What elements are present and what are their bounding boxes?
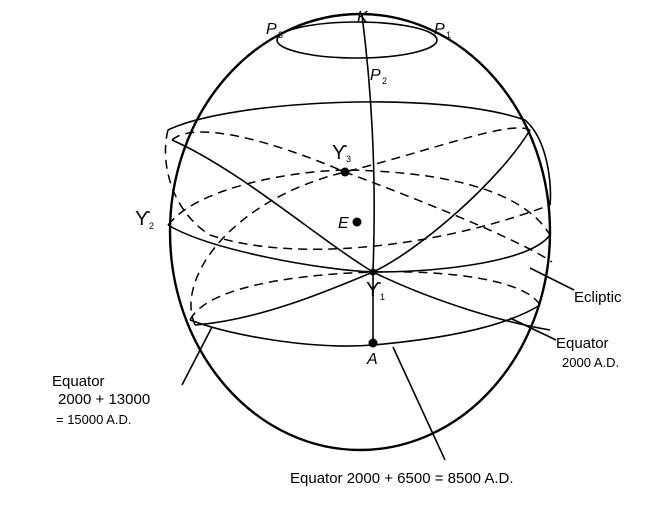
ecliptic-back bbox=[171, 131, 553, 263]
label-P1-sub: 1 bbox=[446, 30, 451, 40]
label-E: E bbox=[338, 215, 349, 232]
upper-circle-front bbox=[167, 101, 552, 206]
leader-equator-8500 bbox=[392, 346, 446, 461]
label-equator-2000-l1: Equator bbox=[556, 335, 609, 352]
equator-8500-front bbox=[189, 304, 541, 347]
label-A: A bbox=[366, 351, 378, 368]
point-A bbox=[368, 338, 378, 348]
label-equator-15000-l3: = 15000 A.D. bbox=[56, 412, 132, 427]
equator-15000-back bbox=[190, 127, 531, 326]
upper-circle-back bbox=[164, 129, 551, 251]
label-aries2-sub: 2 bbox=[149, 221, 154, 231]
label-equator-2000-l2: 2000 A.D. bbox=[562, 355, 619, 370]
label-P1: P bbox=[434, 21, 445, 38]
label-equator-8500: Equator 2000 + 6500 = 8500 A.D. bbox=[290, 470, 514, 487]
label-equator-15000-l1: Equator bbox=[52, 373, 105, 390]
label-P2-sub: 2 bbox=[382, 76, 387, 86]
equator-8500-back bbox=[189, 271, 541, 321]
equator-2000-front bbox=[167, 224, 551, 273]
label-aries2: ϒ bbox=[135, 208, 151, 230]
point-aries3 bbox=[340, 167, 350, 177]
ecliptic-front bbox=[171, 139, 551, 331]
point-aries1 bbox=[369, 268, 377, 276]
label-aries3: ϒ bbox=[332, 142, 348, 164]
leader-equator-2000 bbox=[509, 317, 557, 341]
label-K: K bbox=[357, 9, 369, 26]
label-P2: P bbox=[370, 67, 381, 84]
label-aries1-sub: 1 bbox=[380, 292, 385, 302]
label-P3: P bbox=[266, 21, 277, 38]
point-E bbox=[352, 217, 362, 227]
label-aries1: ϒ bbox=[366, 279, 382, 301]
sphere-outline bbox=[168, 12, 552, 452]
central-meridian bbox=[361, 14, 375, 343]
leader-ecliptic bbox=[529, 267, 575, 291]
label-aries3-sub: 3 bbox=[346, 154, 351, 164]
leader-equator-15000 bbox=[181, 326, 213, 386]
label-equator-15000-l2: 2000 + 13000 bbox=[58, 391, 150, 408]
label-P3-sub: 3 bbox=[278, 30, 283, 40]
label-ecliptic: Ecliptic bbox=[574, 289, 622, 306]
polar-circle bbox=[276, 21, 438, 59]
